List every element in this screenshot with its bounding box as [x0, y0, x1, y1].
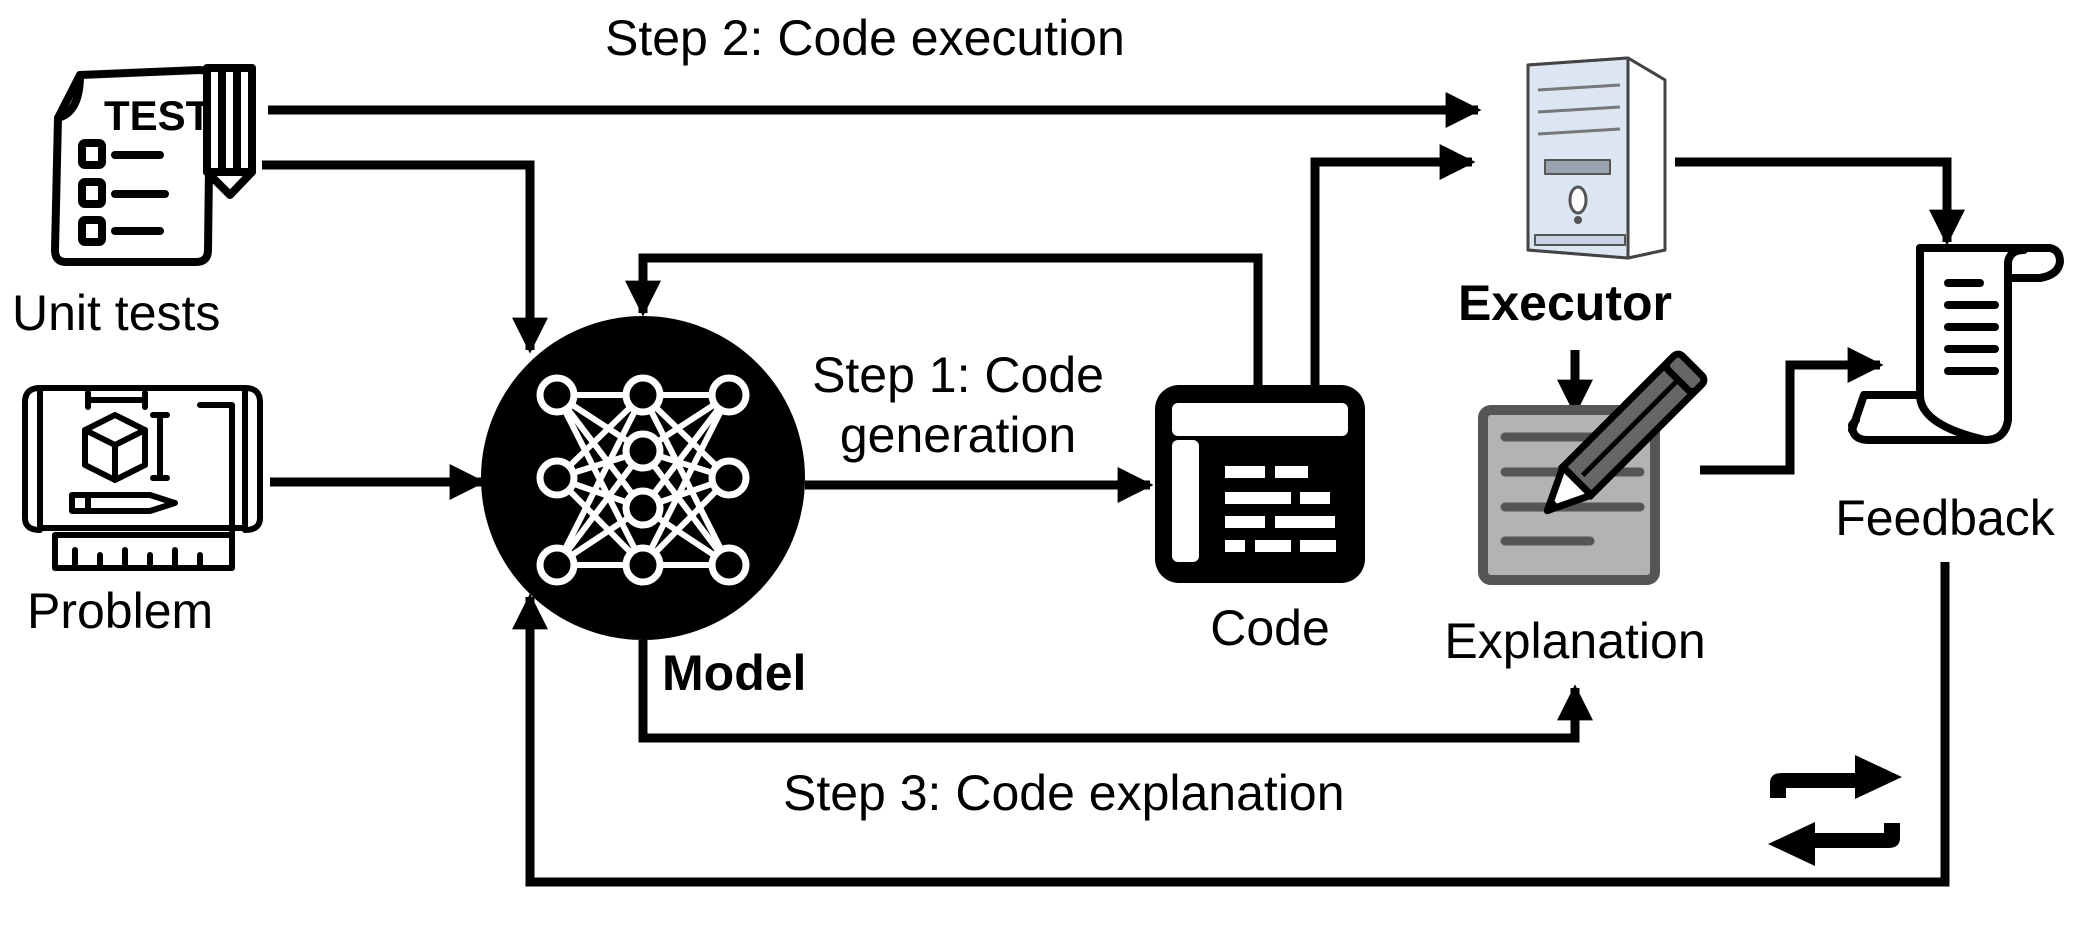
explanation-label: Explanation	[1444, 613, 1705, 669]
neural-network-icon	[481, 316, 805, 640]
computer-tower-icon	[1526, 56, 1667, 260]
connectors	[262, 92, 1965, 887]
arrow-feedback-to-model	[512, 562, 1950, 887]
arrow-model-to-explanation	[638, 640, 1593, 743]
code-window-icon	[1155, 385, 1365, 583]
repeat-icon	[1768, 755, 1902, 866]
arrow-executor-to-feedback	[1675, 157, 1965, 246]
document-pencil-icon	[1478, 350, 1708, 585]
test-sheet-text: TEST	[104, 92, 212, 139]
unit-tests-label: Unit tests	[12, 285, 220, 341]
scroll-icon	[1848, 244, 2064, 444]
step3-label: Step 3: Code explanation	[783, 765, 1345, 821]
problem-label: Problem	[27, 583, 213, 639]
test-sheet-icon: TEST	[51, 64, 256, 266]
code-label: Code	[1210, 600, 1330, 656]
step1-label-line2: generation	[840, 407, 1076, 463]
arrow-explanation-to-feedback	[1700, 347, 1884, 475]
arrow-code-to-executor	[1310, 144, 1476, 385]
blueprint-icon	[22, 385, 263, 571]
step2-label: Step 2: Code execution	[605, 10, 1125, 66]
model-label: Model	[662, 645, 806, 701]
arrow-tests-to-model	[262, 160, 548, 354]
feedback-label: Feedback	[1835, 490, 2056, 546]
step1-label-line1: Step 1: Code	[812, 347, 1104, 403]
arrow-code-to-model	[625, 253, 1263, 385]
executor-label: Executor	[1458, 275, 1672, 331]
